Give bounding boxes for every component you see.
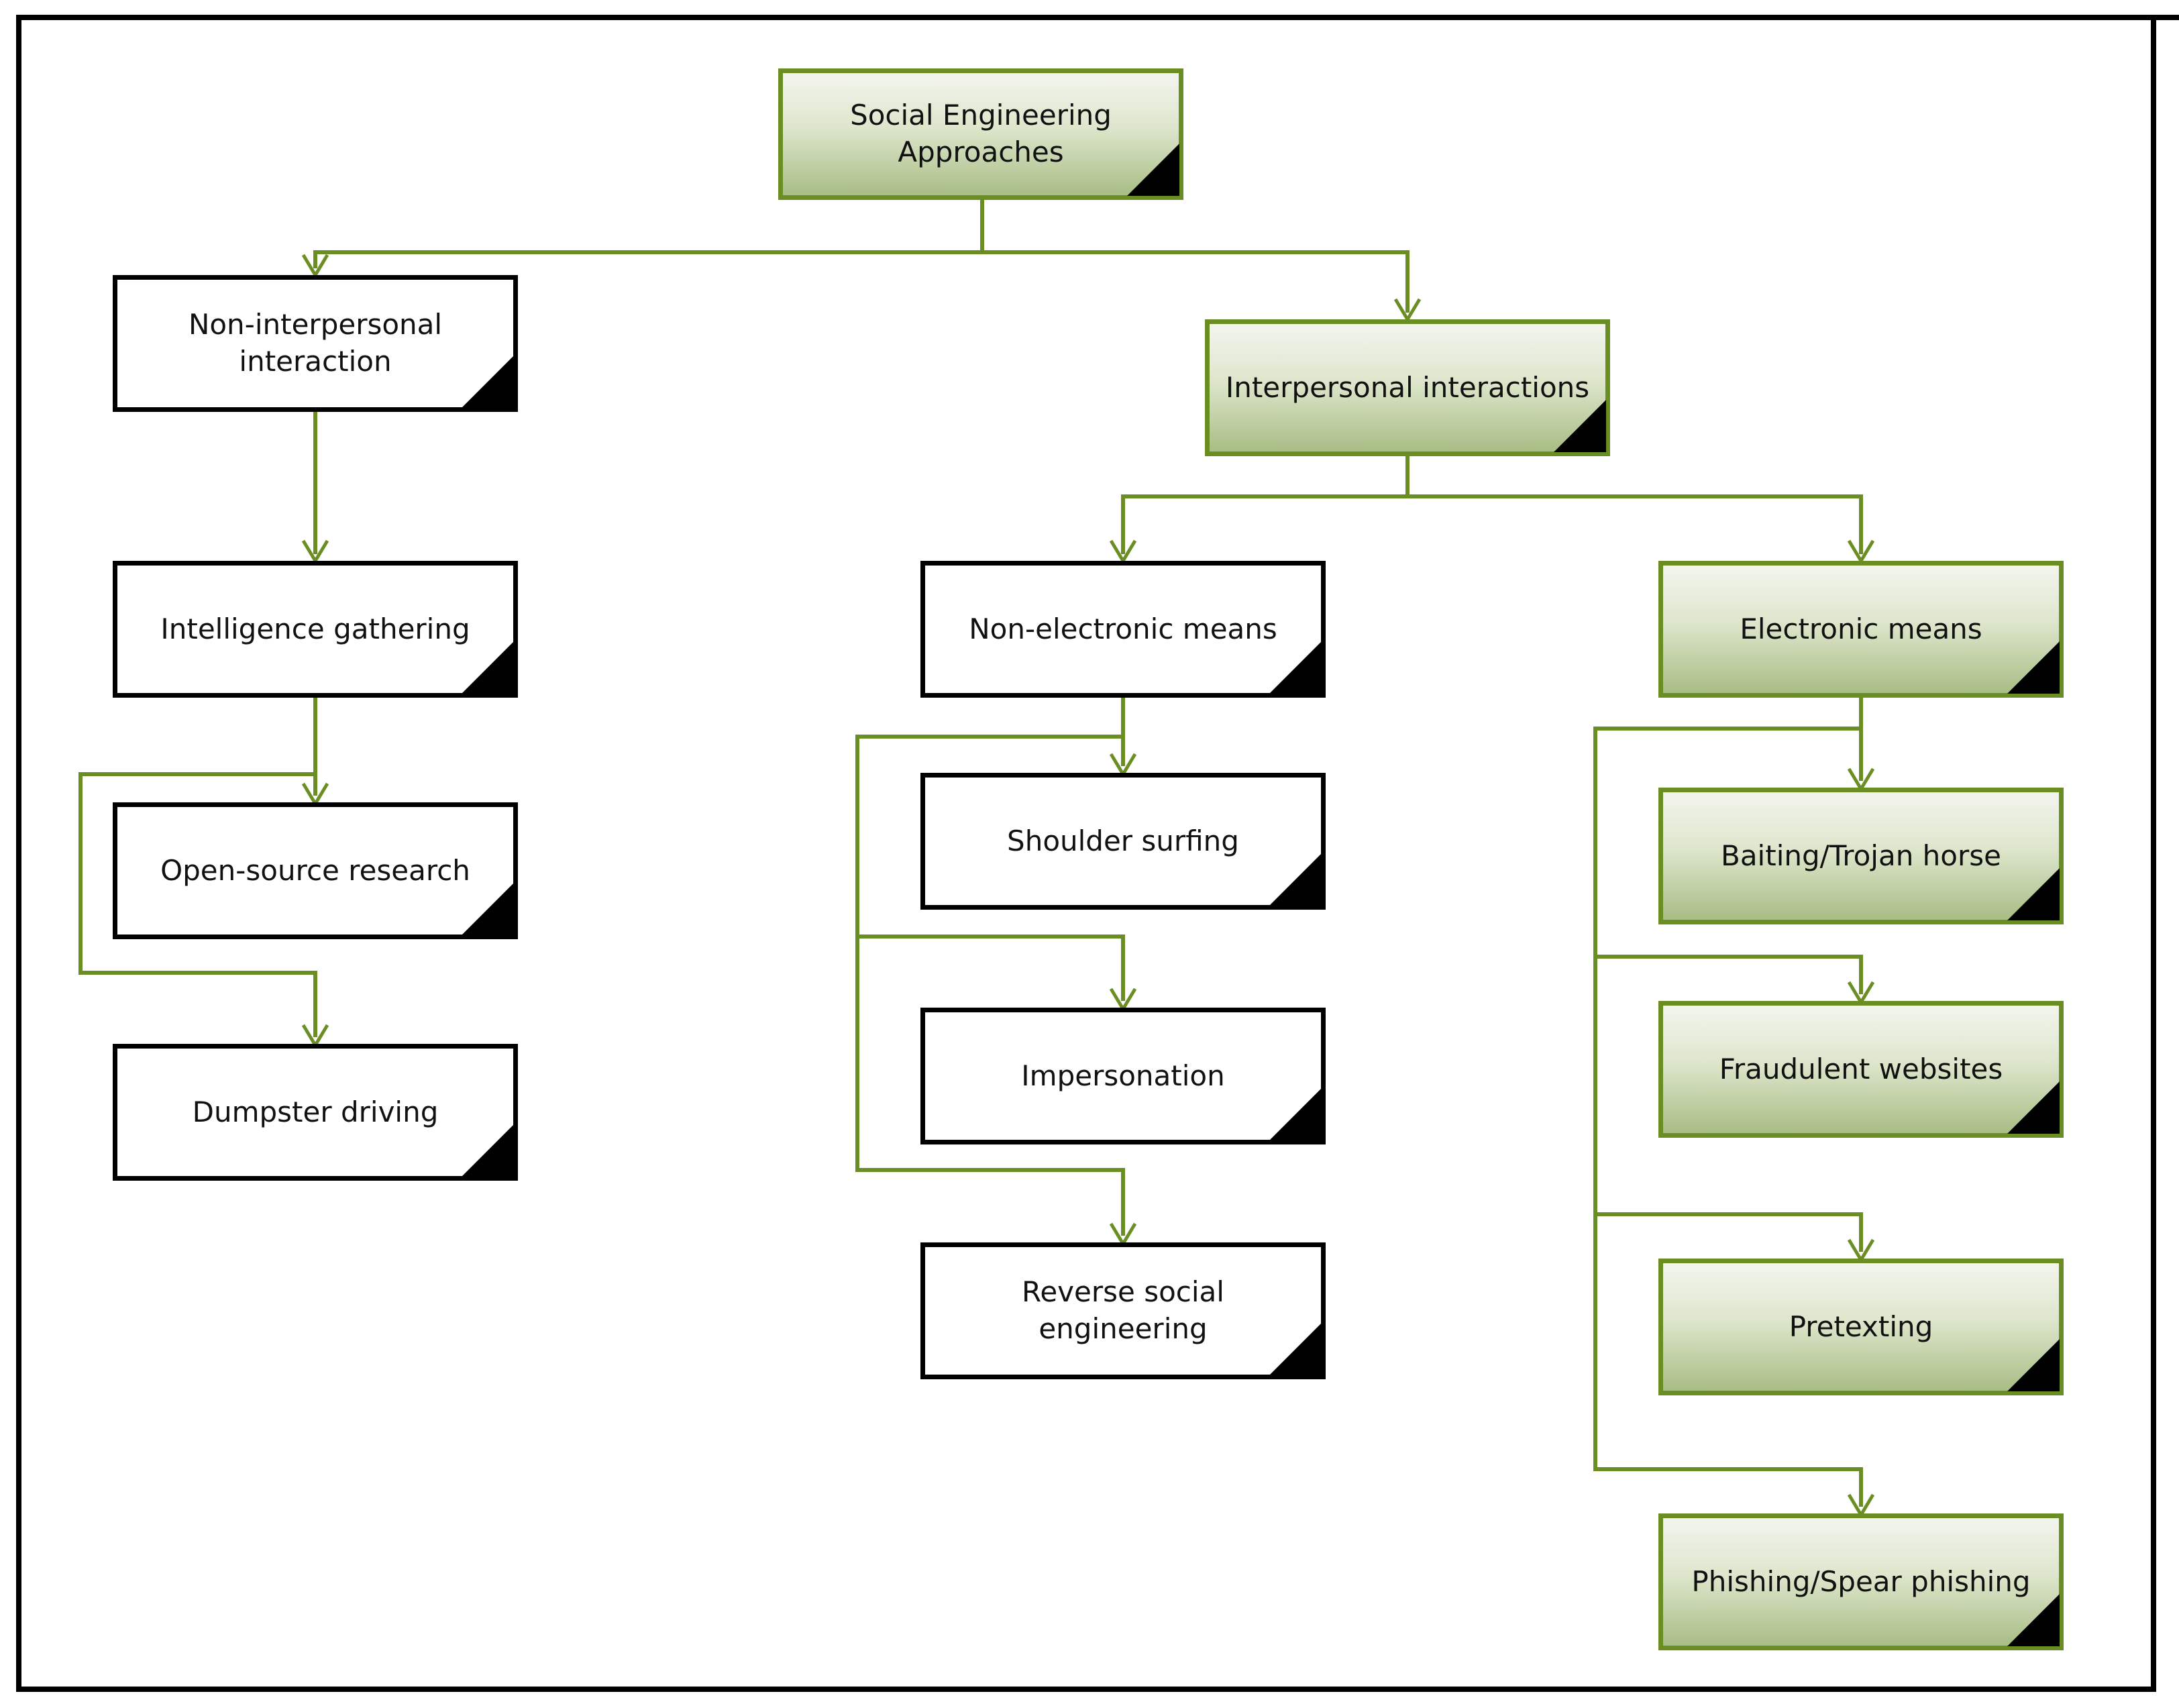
node-intelligence-gathering: Intelligence gathering [113,561,518,698]
folded-corner-icon [458,880,514,937]
folded-corner-icon [2003,639,2060,695]
node-label: Phishing/Spear phishing [1691,1564,2031,1598]
folded-corner-icon [2003,1591,2060,1648]
node-dumpster-driving: Dumpster driving [113,1044,518,1181]
diagram-frame [16,15,2156,1692]
folded-corner-icon [2003,1336,2060,1393]
node-non-electronic-means: Non-electronic means [920,561,1326,698]
folded-corner-icon [458,1122,514,1178]
node-open-source-research: Open-source research [113,802,518,939]
connector-root-to-interpersonal [982,250,1410,313]
connector-interpersonal-to-split [1121,455,1410,554]
connector-intelligence-to-dumpster [78,772,317,1037]
folded-corner-icon [1265,1320,1322,1377]
connector-electronic-to-pretexting [1593,957,1863,1252]
node-label: Social Engineering Approaches [850,99,1112,168]
folded-corner-icon [2003,865,2060,922]
node-pretexting: Pretexting [1658,1259,2064,1395]
node-label: Reverse social engineering [1022,1275,1224,1345]
folded-corner-icon [458,639,514,695]
node-reverse-social-engineering: Reverse social engineering [920,1242,1326,1379]
folded-corner-icon [2003,1079,2060,1135]
node-label: Baiting/Trojan horse [1721,839,2001,872]
connector-interpersonal-to-electronic [1407,494,1863,554]
folded-corner-icon [1550,397,1606,453]
node-label: Non-electronic means [969,612,1277,645]
folded-corner-icon [458,353,514,409]
node-label: Intelligence gathering [160,612,470,645]
node-non-interpersonal-interaction: Non-interpersonal interaction [113,275,518,412]
node-label: Pretexting [1789,1310,1933,1343]
node-label: Dumpster driving [192,1095,439,1128]
node-label: Open-source research [160,853,470,887]
folded-corner-icon [1123,141,1179,197]
node-interpersonal-interactions: Interpersonal interactions [1205,319,1610,456]
folded-corner-icon [1265,1085,1322,1142]
node-label: Impersonation [1021,1059,1225,1092]
connector-electronic-to-phishing [1593,1214,1863,1507]
node-social-engineering-approaches: Social Engineering Approaches [778,68,1183,200]
node-label: Non-interpersonal interaction [188,308,443,378]
node-fraudulent-websites: Fraudulent websites [1658,1001,2064,1138]
node-label: Shoulder surfing [1007,824,1239,857]
node-shoulder-surfing: Shoulder surfing [920,773,1326,910]
connector-root-to-non-interpersonal [313,199,984,268]
node-phishing-spear-phishing: Phishing/Spear phishing [1658,1513,2064,1650]
connector-nonelectronic-to-reverse [855,937,1125,1236]
folded-corner-icon [1265,851,1322,907]
folded-corner-icon [1265,639,1322,695]
node-label: Electronic means [1740,612,1982,645]
node-label: Fraudulent websites [1719,1052,2003,1085]
node-baiting-trojan-horse: Baiting/Trojan horse [1658,788,2064,924]
node-impersonation: Impersonation [920,1008,1326,1144]
node-electronic-means: Electronic means [1658,561,2064,698]
node-label: Interpersonal interactions [1225,370,1590,404]
frame-top-extension [2149,15,2179,20]
